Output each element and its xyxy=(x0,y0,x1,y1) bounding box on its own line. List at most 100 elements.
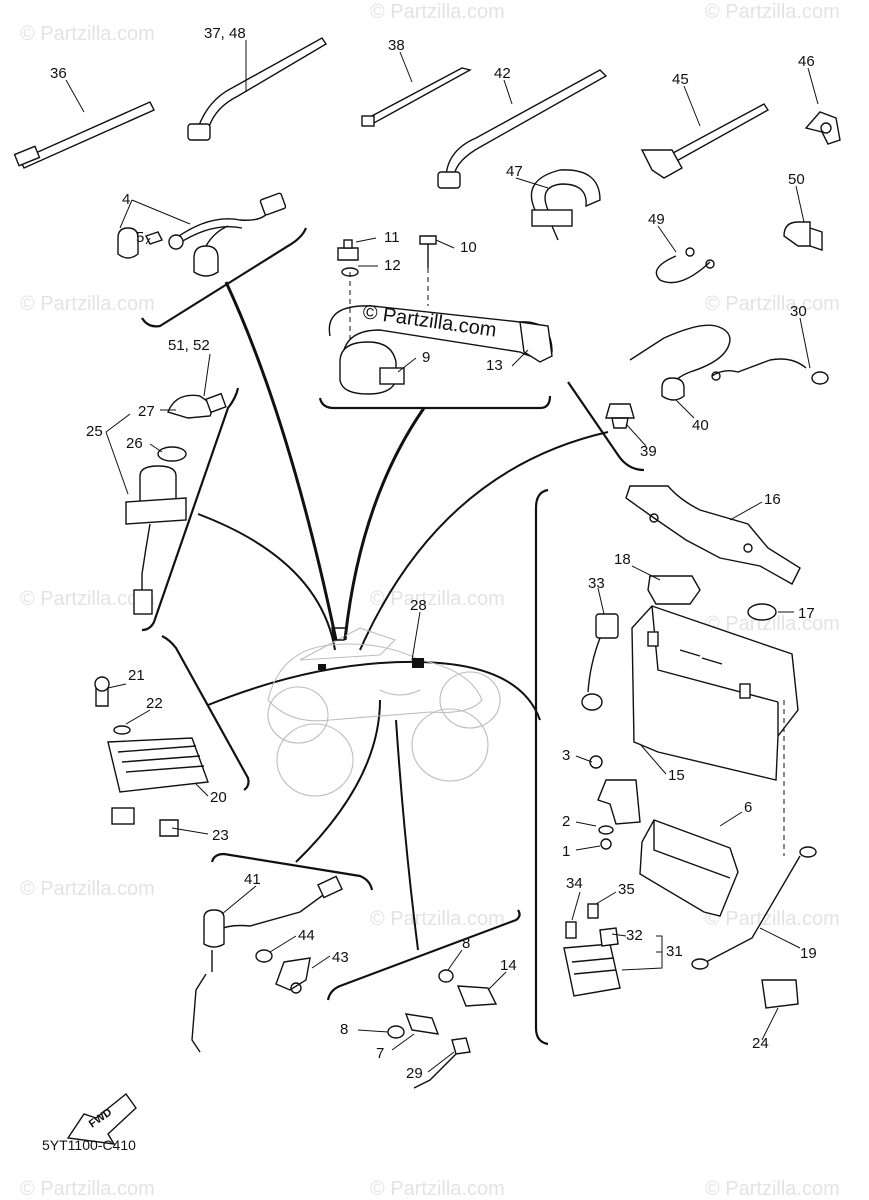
watermark: © Partzilla.com xyxy=(20,293,155,315)
part-16-battery-band xyxy=(625,485,801,585)
callout-50: 50 xyxy=(788,171,805,188)
part-38-band xyxy=(361,67,472,127)
part-20-rectifier-regulator xyxy=(94,676,209,837)
callout-14: 14 xyxy=(500,957,517,974)
part-37-48-cable-tie xyxy=(187,37,327,141)
watermark: © Partzilla.com xyxy=(705,293,840,315)
callout-26: 26 xyxy=(126,435,143,452)
callout-43: 43 xyxy=(332,949,349,966)
callout-24: 24 xyxy=(752,1035,769,1052)
callout-36: 36 xyxy=(50,65,67,82)
part-18-bracket xyxy=(647,575,701,605)
bracket-sensor xyxy=(567,381,645,472)
part-42-cable-tie xyxy=(437,69,608,189)
callout-51-52: 51, 52 xyxy=(168,337,210,354)
callout-30: 30 xyxy=(790,303,807,320)
watermark: © Partzilla.com xyxy=(705,613,840,635)
callout-31: 31 xyxy=(666,943,683,960)
part-19-battery-cable xyxy=(691,700,817,970)
watermark: © Partzilla.com xyxy=(20,23,155,45)
callout-21: 21 xyxy=(128,667,145,684)
callout-35: 35 xyxy=(618,881,635,898)
callout-22: 22 xyxy=(146,695,163,712)
harness-wire xyxy=(197,513,336,651)
part-50-clamp xyxy=(783,221,823,251)
callout-1: 1 xyxy=(562,843,570,860)
callout-28: 28 xyxy=(410,597,427,614)
part-17-cap xyxy=(747,603,777,621)
bracket-main-switch xyxy=(141,387,240,632)
part-4-5-lead-wire xyxy=(117,192,287,277)
part-41-neutral-switch xyxy=(191,875,343,1053)
part-24-relay xyxy=(761,979,799,1009)
part-30-40-sensor-wires xyxy=(605,324,829,429)
callout-33: 33 xyxy=(588,575,605,592)
callout-38: 38 xyxy=(388,37,405,54)
part-25-27-main-switch xyxy=(125,392,227,615)
callout-16: 16 xyxy=(764,491,781,508)
callout-2: 2 xyxy=(562,813,570,830)
callout-5: 5 xyxy=(136,229,144,246)
bracket-top-left xyxy=(141,227,308,328)
part-9-ignition-coil xyxy=(328,235,553,395)
callout-12: 12 xyxy=(384,257,401,274)
callout-8-lower: 8 xyxy=(340,1021,348,1038)
callout-39: 39 xyxy=(640,443,657,460)
callout-23: 23 xyxy=(212,827,229,844)
bracket-battery xyxy=(534,488,549,1046)
callout-20: 20 xyxy=(210,789,227,806)
watermark: © Partzilla.com xyxy=(370,588,505,610)
callout-10: 10 xyxy=(460,239,477,256)
callout-19: 19 xyxy=(800,945,817,962)
callout-3: 3 xyxy=(562,747,570,764)
callout-41: 41 xyxy=(244,871,261,888)
harness-wire xyxy=(395,719,419,951)
part-7-8-14-29-senders xyxy=(387,969,498,1089)
callout-49: 49 xyxy=(648,211,665,228)
callout-15: 15 xyxy=(668,767,685,784)
harness-wire xyxy=(224,281,338,641)
callout-34: 34 xyxy=(566,875,583,892)
watermark: © Partzilla.com xyxy=(20,878,155,900)
part-33-terminal-cover xyxy=(581,613,619,711)
watermark: © Partzilla.com xyxy=(370,908,505,930)
harness-wire xyxy=(343,407,426,641)
callout-37-48: 37, 48 xyxy=(204,25,246,42)
harness-wire xyxy=(359,431,609,651)
callout-6: 6 xyxy=(744,799,752,816)
watermark: © Partzilla.com xyxy=(705,1,840,23)
callout-18: 18 xyxy=(614,551,631,568)
part-46-clip xyxy=(804,111,841,145)
callout-42: 42 xyxy=(494,65,511,82)
watermark: © Partzilla.com xyxy=(370,1,505,23)
callout-29: 29 xyxy=(406,1065,423,1082)
group-brackets xyxy=(141,227,645,1046)
callout-8-upper: 8 xyxy=(462,935,470,952)
callout-7: 7 xyxy=(376,1045,384,1062)
callout-27: 27 xyxy=(138,403,155,420)
callout-4: 4 xyxy=(122,191,130,208)
part-15-battery xyxy=(631,605,799,781)
callout-47: 47 xyxy=(506,163,523,180)
part-45-cable-tie xyxy=(640,103,770,179)
part-31-34-starter-relay xyxy=(563,903,621,997)
watermark: © Partzilla.com xyxy=(370,1178,505,1200)
callout-11: 11 xyxy=(384,229,400,246)
callout-17: 17 xyxy=(798,605,815,622)
part-1-6-ecu-bracket xyxy=(589,755,739,917)
part-47-clamp xyxy=(530,169,601,241)
callout-40: 40 xyxy=(692,417,709,434)
callout-9: 9 xyxy=(422,349,430,366)
watermark: © Partzilla.com xyxy=(705,908,840,930)
harness-wire xyxy=(295,699,381,863)
watermark: © Partzilla.com xyxy=(20,588,155,610)
diagram-code: 5YT1100-C410 xyxy=(42,1137,136,1153)
callout-46: 46 xyxy=(798,53,815,70)
leader-lines xyxy=(65,40,819,1073)
bracket-neutral-switch xyxy=(210,852,374,891)
bracket-ignition-coil xyxy=(318,395,552,410)
callout-44: 44 xyxy=(298,927,315,944)
bracket-rectifier xyxy=(161,635,250,791)
watermark: © Partzilla.com xyxy=(705,1178,840,1200)
